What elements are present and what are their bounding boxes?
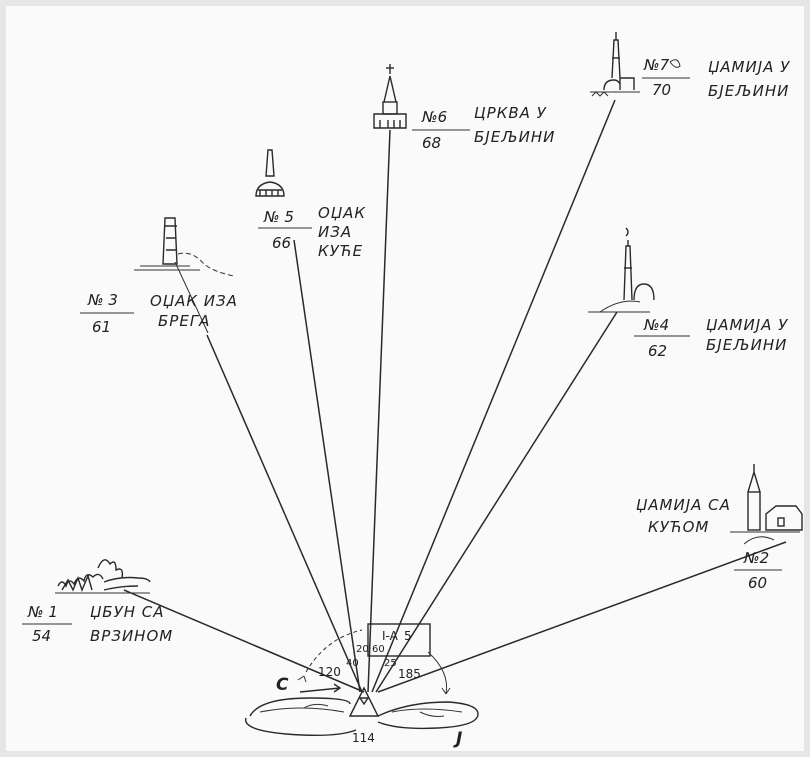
target-5-name-line2: ИЗА <box>318 223 352 241</box>
target-2-name-line2: КУЋОМ <box>648 518 709 536</box>
target-5-label: № 5 66 ОЏАК ИЗА КУЋЕ <box>258 204 366 260</box>
station-triangle <box>348 686 380 717</box>
south-letter: Ј <box>453 729 462 749</box>
ray-4 <box>375 311 618 693</box>
ray-3 <box>206 334 363 693</box>
ray-6 <box>367 129 391 693</box>
target-4-value: 62 <box>648 342 667 360</box>
ray-2 <box>377 541 787 693</box>
target-7-name-line1: ЏАМИЈА У <box>708 58 790 76</box>
observation-station: I-A 5 120 20 40 60 25 185 С 114 Ј <box>245 623 479 749</box>
target-3-label: № 3 61 ОЏАК ИЗА БРЕГА <box>80 291 238 336</box>
mosque-7-drawing <box>590 32 640 97</box>
station-box-label: I-A <box>382 629 399 643</box>
target-4-name-line1: ЏАМИЈА У <box>706 316 788 334</box>
mosque-house-drawing <box>730 464 803 545</box>
target-7-number: №7 <box>643 56 670 74</box>
chimney-hill-drawing <box>134 217 235 334</box>
target-3-number: № 3 <box>87 291 118 309</box>
target-1-label: № 1 54 ЏБУН СА ВРЗИНОМ <box>22 603 173 645</box>
sight-rays <box>123 99 787 693</box>
target-6-value: 68 <box>422 134 441 152</box>
target-1-name-line1: ЏБУН СА <box>90 603 165 621</box>
angle-40: 40 <box>346 658 359 669</box>
target-5-name-line1: ОЏАК <box>318 204 366 222</box>
target-4-name-line2: БЈЕЉИНИ <box>706 336 787 354</box>
target-4-label: №4 62 ЏАМИЈА У БЈЕЉИНИ <box>634 316 788 360</box>
ray-5 <box>293 239 361 693</box>
station-box-number: 5 <box>404 629 412 643</box>
angle-25: 25 <box>384 658 397 669</box>
ray-1 <box>123 589 365 693</box>
sketch-sheet <box>6 6 804 751</box>
angle-185: 185 <box>398 667 421 681</box>
station-box <box>367 623 431 657</box>
target-6-name-line1: ЦРКВА У <box>474 104 547 122</box>
target-5-value: 66 <box>272 234 291 252</box>
north-letter: С <box>276 675 289 695</box>
target-7-value: 70 <box>652 81 671 99</box>
angle-20: 20 <box>356 644 369 655</box>
chimney-house-drawing <box>255 149 285 197</box>
target-2-name-line1: ЏАМИЈА СА <box>636 496 731 514</box>
target-3-name-line1: ОЏАК ИЗА <box>150 292 238 310</box>
target-4-number: №4 <box>643 316 669 334</box>
target-5-name-line3: КУЋЕ <box>318 242 363 260</box>
target-1-number: № 1 <box>27 603 58 621</box>
angle-120: 120 <box>318 665 341 679</box>
target-1-name-line2: ВРЗИНОМ <box>90 627 173 645</box>
target-6-number: №6 <box>421 108 447 126</box>
target-3-name-line2: БРЕГА <box>158 312 210 330</box>
target-7-label: №7 70 ЏАМИЈА У БЈЕЉИНИ <box>642 56 790 100</box>
bush-drawing <box>55 559 151 594</box>
target-2-number: №2 <box>743 549 769 567</box>
target-6-label: №6 68 ЦРКВА У БЈЕЉИНИ <box>412 104 555 152</box>
ray-7 <box>371 99 616 693</box>
angle-60: 60 <box>372 644 385 655</box>
target-7-name-line2: БЈЕЉИНИ <box>708 82 789 100</box>
station-elevation: 114 <box>352 731 375 745</box>
target-6-name-line2: БЈЕЉИНИ <box>474 128 555 146</box>
mosque-4-drawing <box>588 227 655 313</box>
church-drawing <box>373 64 407 129</box>
target-2-label: ЏАМИЈА СА КУЋОМ №2 60 <box>636 496 782 592</box>
target-3-value: 61 <box>92 318 111 336</box>
target-1-value: 54 <box>32 627 51 645</box>
target-5-number: № 5 <box>263 208 294 226</box>
target-2-value: 60 <box>748 574 767 592</box>
